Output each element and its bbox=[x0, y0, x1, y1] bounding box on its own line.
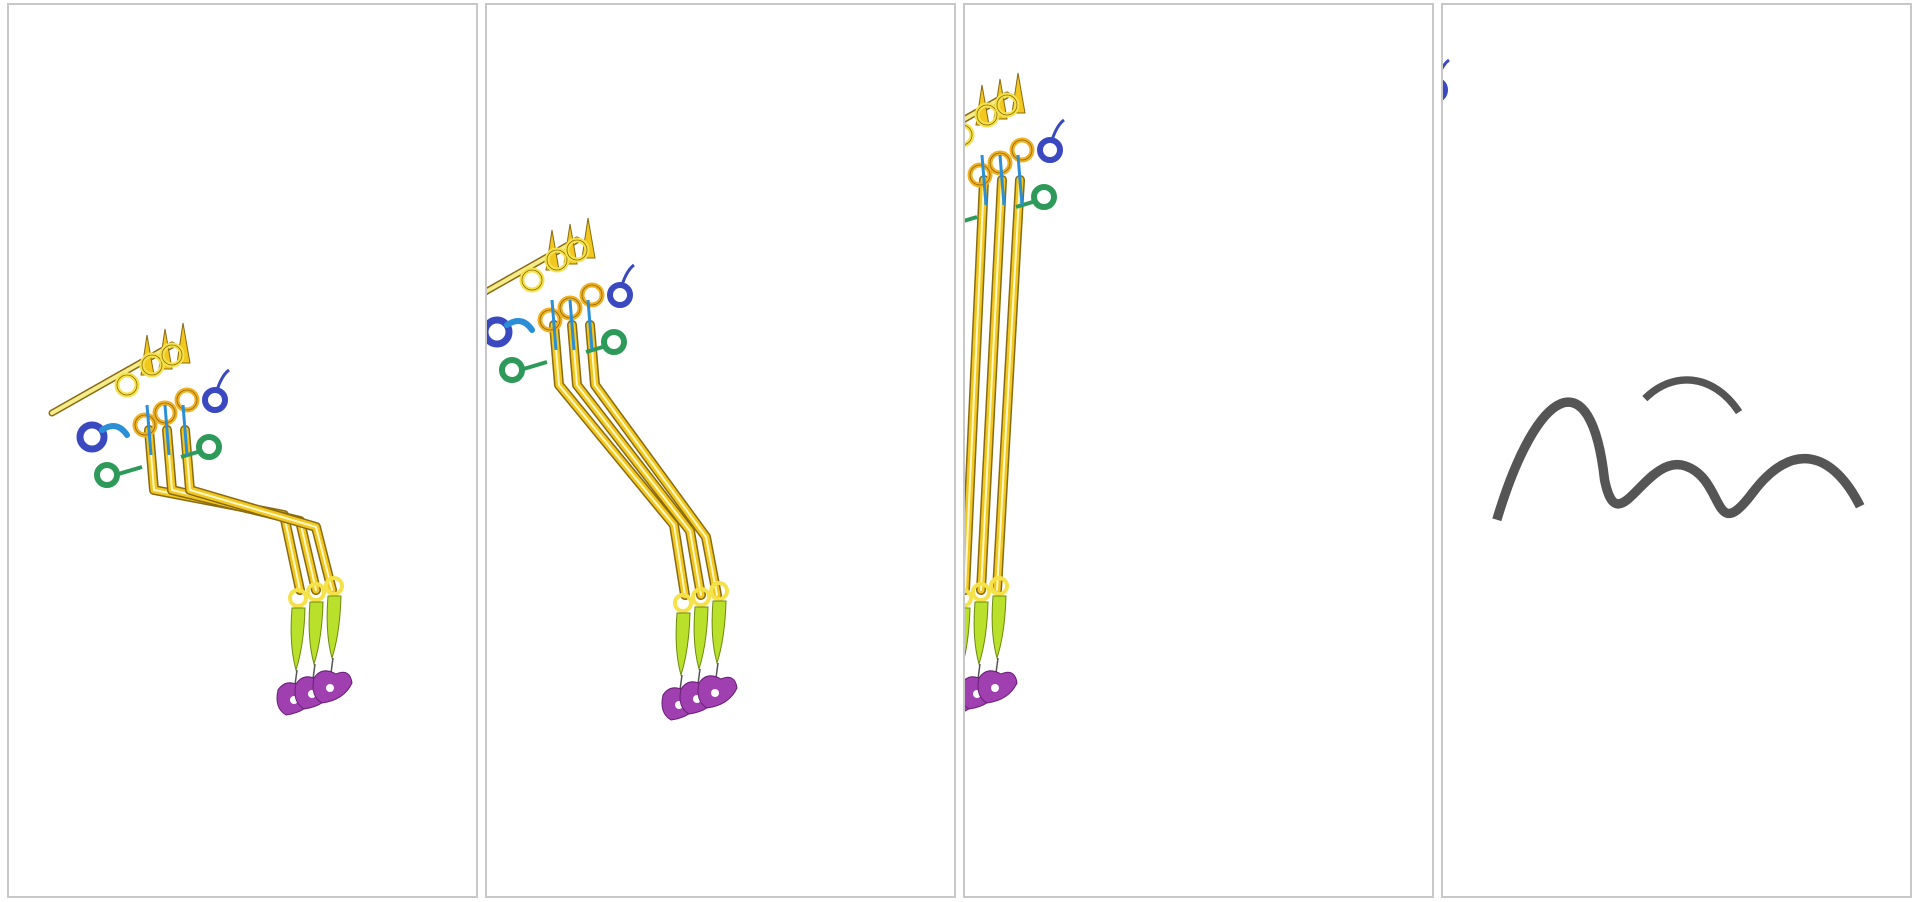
soma-green-left bbox=[502, 360, 522, 380]
soma-ring-edge bbox=[522, 270, 542, 290]
panel-2 bbox=[485, 3, 956, 898]
panel-3 bbox=[963, 3, 1434, 898]
soma-green-right bbox=[1034, 187, 1054, 207]
soma-blue-right bbox=[610, 285, 630, 305]
soma-green-process bbox=[965, 217, 977, 225]
soma-ring-edge bbox=[1012, 140, 1032, 160]
terminal-stalk bbox=[716, 663, 718, 678]
soma-blue-process bbox=[217, 370, 229, 390]
soma-green-right bbox=[199, 437, 219, 457]
foot-hole bbox=[326, 684, 334, 692]
terminal-lime bbox=[712, 601, 726, 663]
soma-ring-edge bbox=[117, 375, 137, 395]
terminal-lime bbox=[309, 602, 323, 664]
soma-green-right bbox=[604, 332, 624, 352]
terminal-lime bbox=[291, 608, 305, 670]
terminal-lime bbox=[992, 596, 1006, 658]
panel-1 bbox=[7, 3, 478, 898]
panel-4 bbox=[1441, 3, 1912, 898]
neuron-diagram-panel-1 bbox=[9, 5, 478, 898]
soma-green-left bbox=[97, 465, 117, 485]
neuron-bundle bbox=[965, 73, 1064, 715]
soma-blue-process bbox=[622, 265, 634, 285]
neuron-diagram-panel-2 bbox=[487, 5, 956, 898]
terminal-lime bbox=[965, 608, 970, 670]
soma-blue-right bbox=[205, 390, 225, 410]
terminal-ring bbox=[965, 590, 971, 606]
terminal-stalk bbox=[331, 658, 333, 673]
neuron-bundle bbox=[52, 323, 352, 715]
soma-blue-right bbox=[1040, 140, 1060, 160]
soma-ring bbox=[965, 125, 972, 145]
terminal-lime bbox=[694, 607, 708, 669]
foot-hole bbox=[991, 684, 999, 692]
soma-ring-edge bbox=[582, 285, 602, 305]
neuron-bundle bbox=[487, 218, 737, 720]
terminal-lime bbox=[974, 602, 988, 664]
soma-blue-process bbox=[1052, 120, 1064, 140]
neuron-diagram-panel-3 bbox=[965, 5, 1434, 898]
terminal-lime bbox=[676, 613, 690, 675]
artist-signature bbox=[1443, 5, 1912, 898]
terminal-lime bbox=[327, 596, 341, 658]
terminal-stalk bbox=[996, 658, 998, 673]
soma-ring-edge bbox=[177, 390, 197, 410]
foot-hole bbox=[711, 689, 719, 697]
